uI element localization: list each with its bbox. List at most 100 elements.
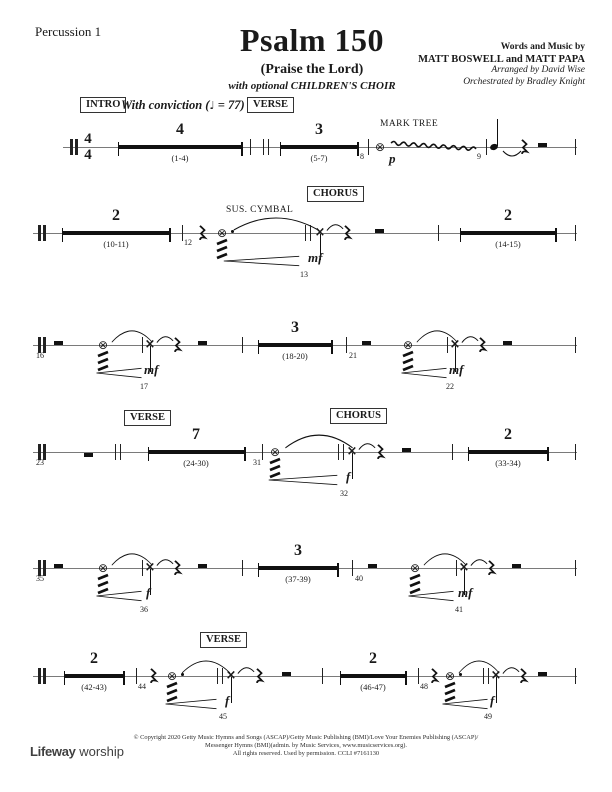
quarter-rest-icon (377, 444, 386, 460)
augmentation-dot-icon (231, 230, 234, 233)
tempo-marking: With conviction (♩ = 77) (121, 98, 245, 112)
tremolo-icon (269, 457, 281, 479)
barline (352, 560, 354, 576)
note-stem (455, 346, 457, 372)
measure-number: 16 (36, 351, 44, 360)
quarter-rest-icon (256, 668, 265, 684)
multirest: 2 (33-34) (468, 426, 548, 468)
quarter-rest-icon (488, 560, 497, 576)
double-barline-thin (338, 444, 340, 460)
quarter-rest-icon (521, 139, 530, 155)
barline (575, 337, 577, 353)
barline (438, 225, 440, 241)
lv-tie-icon (358, 443, 376, 450)
measure-number: 35 (36, 574, 44, 583)
page-subtitle: (Praise the Lord) (260, 62, 364, 77)
double-barline (38, 560, 41, 576)
measure-number: 41 (455, 605, 463, 614)
circled-x-notehead-icon: ⊗ (216, 225, 228, 240)
barline (575, 444, 577, 460)
barline (136, 668, 138, 684)
half-rest-icon (538, 143, 547, 147)
credits-block: Words and Music by MATT BOSWELL and MATT… (418, 42, 585, 88)
credit-arranger: Arranged by David Wise (491, 65, 585, 75)
quarter-rest-icon (520, 668, 529, 684)
crescendo-hairpin-icon (165, 698, 217, 710)
crescendo-hairpin-icon (408, 590, 454, 602)
double-barline-thin (488, 668, 490, 684)
slur-icon (416, 330, 458, 343)
double-barline-thin (217, 668, 219, 684)
dynamic-mf: mf (449, 362, 464, 377)
measure-number: 9 (477, 152, 481, 161)
barline (456, 560, 458, 576)
credit-authors: MATT BOSWELL and MATT PAPA (418, 53, 585, 65)
circled-x-notehead-icon: ⊗ (269, 444, 281, 459)
crescendo-hairpin-icon (401, 367, 447, 379)
measure-number: 8 (360, 152, 364, 161)
dynamic-p: p (389, 151, 396, 166)
slur-icon (285, 434, 353, 449)
x-notehead-icon: × (490, 668, 502, 683)
dynamic-f: f (146, 585, 151, 600)
half-rest-icon (402, 448, 411, 452)
tremolo-icon (402, 350, 414, 372)
barline (452, 444, 454, 460)
circled-x-notehead-icon: ⊗ (409, 560, 421, 575)
multirest: 2 (46-47) (340, 650, 406, 692)
note-stem (150, 569, 152, 595)
staff-line (33, 676, 577, 678)
multirest: 2 (42-43) (64, 650, 124, 692)
half-rest-icon (375, 229, 384, 233)
barline (142, 337, 144, 353)
dynamic-f: f (346, 469, 351, 484)
note-stem (496, 677, 498, 703)
tremolo-icon (166, 681, 178, 703)
multirest: 2 (10-11) (62, 207, 170, 249)
dynamic-f: f (490, 693, 495, 708)
x-notehead-icon: × (314, 225, 326, 240)
circled-x-notehead-icon: ⊗ (402, 337, 414, 352)
barline (182, 225, 184, 241)
barline (447, 337, 449, 353)
note-stem (150, 346, 152, 372)
tremolo-icon (97, 350, 109, 372)
lifeway-worship-logo: Lifeway worship (30, 744, 125, 759)
rehearsal-mark-verse-2: VERSE (124, 410, 172, 426)
credit-orchestrator: Orchestrated by Bradley Knight (463, 76, 585, 87)
barline (575, 560, 577, 576)
double-barline-thin (268, 139, 270, 155)
circled-x-notehead-icon: ⊗ (374, 139, 386, 154)
time-signature-bottom: 4 (84, 147, 92, 163)
double-barline (38, 225, 41, 241)
barline (142, 560, 144, 576)
lv-tie-icon (156, 559, 174, 566)
double-barline (43, 444, 46, 460)
slur-icon (233, 217, 319, 231)
slur-icon (111, 553, 153, 566)
quarter-rest-icon (344, 225, 353, 241)
lv-tie-icon (156, 336, 174, 343)
dynamic-mf: mf (144, 362, 159, 377)
credit-words-music: Words and Music by (500, 42, 585, 52)
rehearsal-mark-verse-3: VERSE (200, 632, 248, 648)
lv-tie-icon (326, 224, 344, 231)
rehearsal-mark-chorus-2: CHORUS (330, 408, 387, 424)
double-barline (38, 337, 41, 353)
gliss-wave-icon (390, 140, 477, 152)
multirest: 4 (1-4) (118, 121, 242, 163)
crescendo-hairpin-icon (223, 255, 300, 267)
double-barline-thin (483, 668, 485, 684)
measure-number: 22 (446, 382, 454, 391)
double-barline-thin (115, 444, 117, 460)
double-barline-thin (343, 444, 345, 460)
dynamic-f: f (225, 693, 230, 708)
measure-number: 17 (140, 382, 148, 391)
crescendo-hairpin-icon (96, 367, 142, 379)
barline (486, 139, 488, 155)
multirest: 3 (5-7) (280, 121, 358, 163)
half-rest-icon (198, 564, 207, 568)
barline (346, 337, 348, 353)
half-rest-icon (54, 341, 63, 345)
